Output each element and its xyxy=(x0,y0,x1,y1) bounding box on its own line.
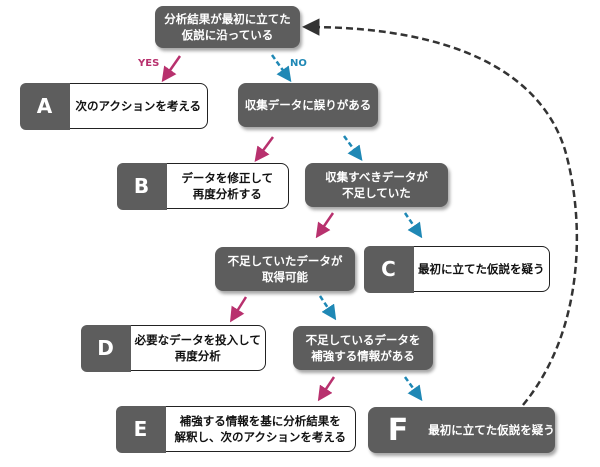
no-arrow-q5 xyxy=(403,376,423,402)
outcome-a-letter: A xyxy=(19,82,70,130)
question-3: 収集すべきデータが 不足していた xyxy=(305,163,448,207)
yes-arrow-q5 xyxy=(317,376,336,402)
no-arrow-q1 xyxy=(270,54,292,83)
outcome-a: A 次のアクションを考える xyxy=(19,82,208,130)
outcome-b: B データを修正して 再度分析する xyxy=(116,162,289,210)
no-arrow-q2 xyxy=(342,135,363,162)
outcome-e-text: 補強する情報を基に分析結果を 解釈し、次のアクションを考える xyxy=(174,414,347,444)
outcome-d-letter: D xyxy=(80,324,131,372)
yes-arrow-q3 xyxy=(315,212,335,239)
outcome-b-letter: B xyxy=(116,162,167,210)
outcome-f: F 最初に立てた仮説を疑う xyxy=(368,407,555,453)
question-1: 分析結果が最初に立てた 仮説に沿っている xyxy=(155,6,300,48)
outcome-a-text: 次のアクションを考える xyxy=(75,99,202,113)
outcome-c-text: 最初に立てた仮説を疑う xyxy=(418,262,545,276)
outcome-e-letter: E xyxy=(115,405,166,453)
question-5: 不足しているデータを 補強する情報がある xyxy=(293,326,433,370)
no-label: NO xyxy=(290,58,307,69)
outcome-f-letter: F xyxy=(387,412,409,448)
no-arrow-q3 xyxy=(403,212,423,239)
yes-arrow-q2 xyxy=(254,136,275,163)
yes-arrow-q4 xyxy=(229,296,248,323)
yes-arrow-q1 xyxy=(161,55,182,83)
outcome-d-text: 必要なデータを投入して 再度分析 xyxy=(134,333,261,363)
question-2: 収集データに誤りがある xyxy=(238,83,378,127)
outcome-e: E 補強する情報を基に分析結果を 解釈し、次のアクションを考える xyxy=(115,405,356,453)
outcome-f-text: 最初に立てた仮説を疑う xyxy=(428,423,555,437)
outcome-b-text: データを修正して 再度分析する xyxy=(181,171,274,201)
loop-back-arrow xyxy=(302,18,579,406)
no-arrow-q4 xyxy=(318,295,337,321)
yes-label: YES xyxy=(138,58,160,69)
question-4: 不足していたデータが 取得可能 xyxy=(215,247,355,291)
outcome-c: C 最初に立てた仮説を疑う xyxy=(363,245,550,293)
outcome-c-letter: C xyxy=(363,245,414,293)
outcome-d: D 必要なデータを投入して 再度分析 xyxy=(80,324,266,372)
